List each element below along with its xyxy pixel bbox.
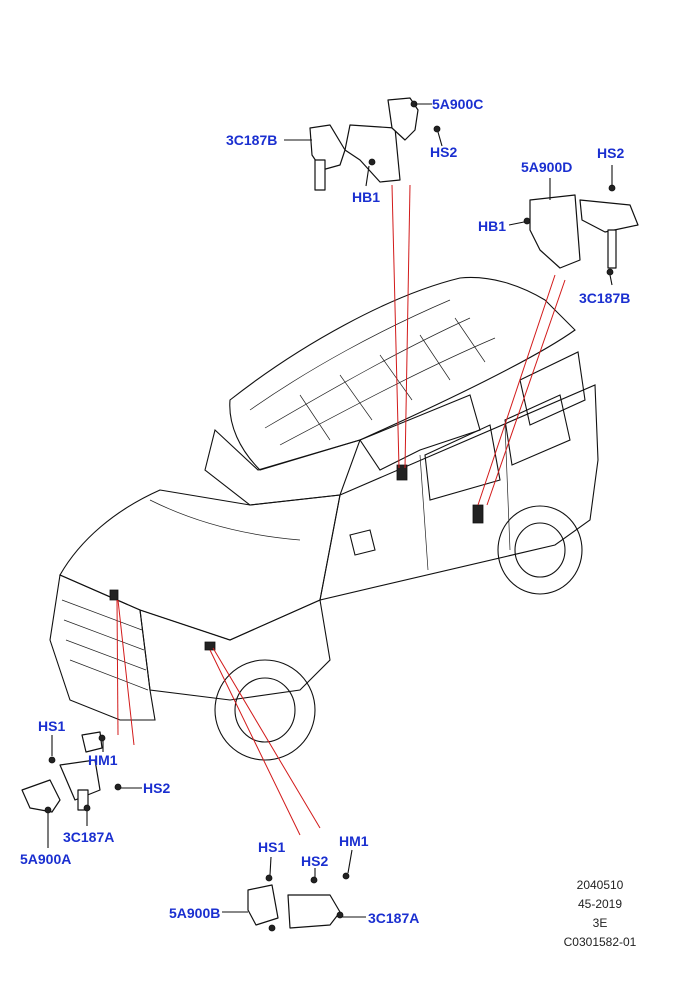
right-sensor-assembly: [523, 184, 639, 276]
callout-hs2-top: HS2: [430, 144, 457, 160]
callout-5a900d: 5A900D: [521, 159, 572, 175]
callout-hm1-left: HM1: [88, 752, 118, 768]
callout-hb1-top: HB1: [352, 189, 380, 205]
top-callout-leaders: [284, 103, 443, 187]
bottom-callout-leaders: [222, 849, 366, 918]
callout-hs1-left: HS1: [38, 718, 65, 734]
left-sensor-assembly: [21, 731, 122, 814]
callout-hs2-left: HS2: [143, 780, 170, 796]
callout-hm1-bottom: HM1: [339, 833, 369, 849]
left-callout-leaders: [47, 735, 142, 848]
callout-3c187a-left: 3C187A: [63, 829, 114, 845]
callout-5a900c: 5A900C: [432, 96, 483, 112]
reference-line-1: 2040510: [576, 878, 624, 892]
callout-hs1-bottom: HS1: [258, 839, 285, 855]
bottom-sensor-assembly: [247, 872, 350, 932]
top-sensor-assembly: [309, 97, 441, 191]
reference-line-3: 3E: [592, 916, 608, 930]
callout-3c187b-right: 3C187B: [579, 290, 630, 306]
callout-3c187b-top: 3C187B: [226, 132, 277, 148]
vehicle-illustration: [49, 276, 599, 761]
reference-line-4: C0301582-01: [563, 935, 637, 949]
reference-line-2: 45-2019: [577, 897, 623, 911]
right-callout-leaders: [508, 165, 613, 286]
callout-hs2-bottom: HS2: [301, 853, 328, 869]
leader-lines: [116, 184, 566, 836]
callout-5a900b: 5A900B: [169, 905, 220, 921]
callout-hs2-right: HS2: [597, 145, 624, 161]
callout-3c187a-bottom: 3C187A: [368, 910, 419, 926]
callout-5a900a: 5A900A: [20, 851, 71, 867]
callout-hb1-right: HB1: [478, 218, 506, 234]
